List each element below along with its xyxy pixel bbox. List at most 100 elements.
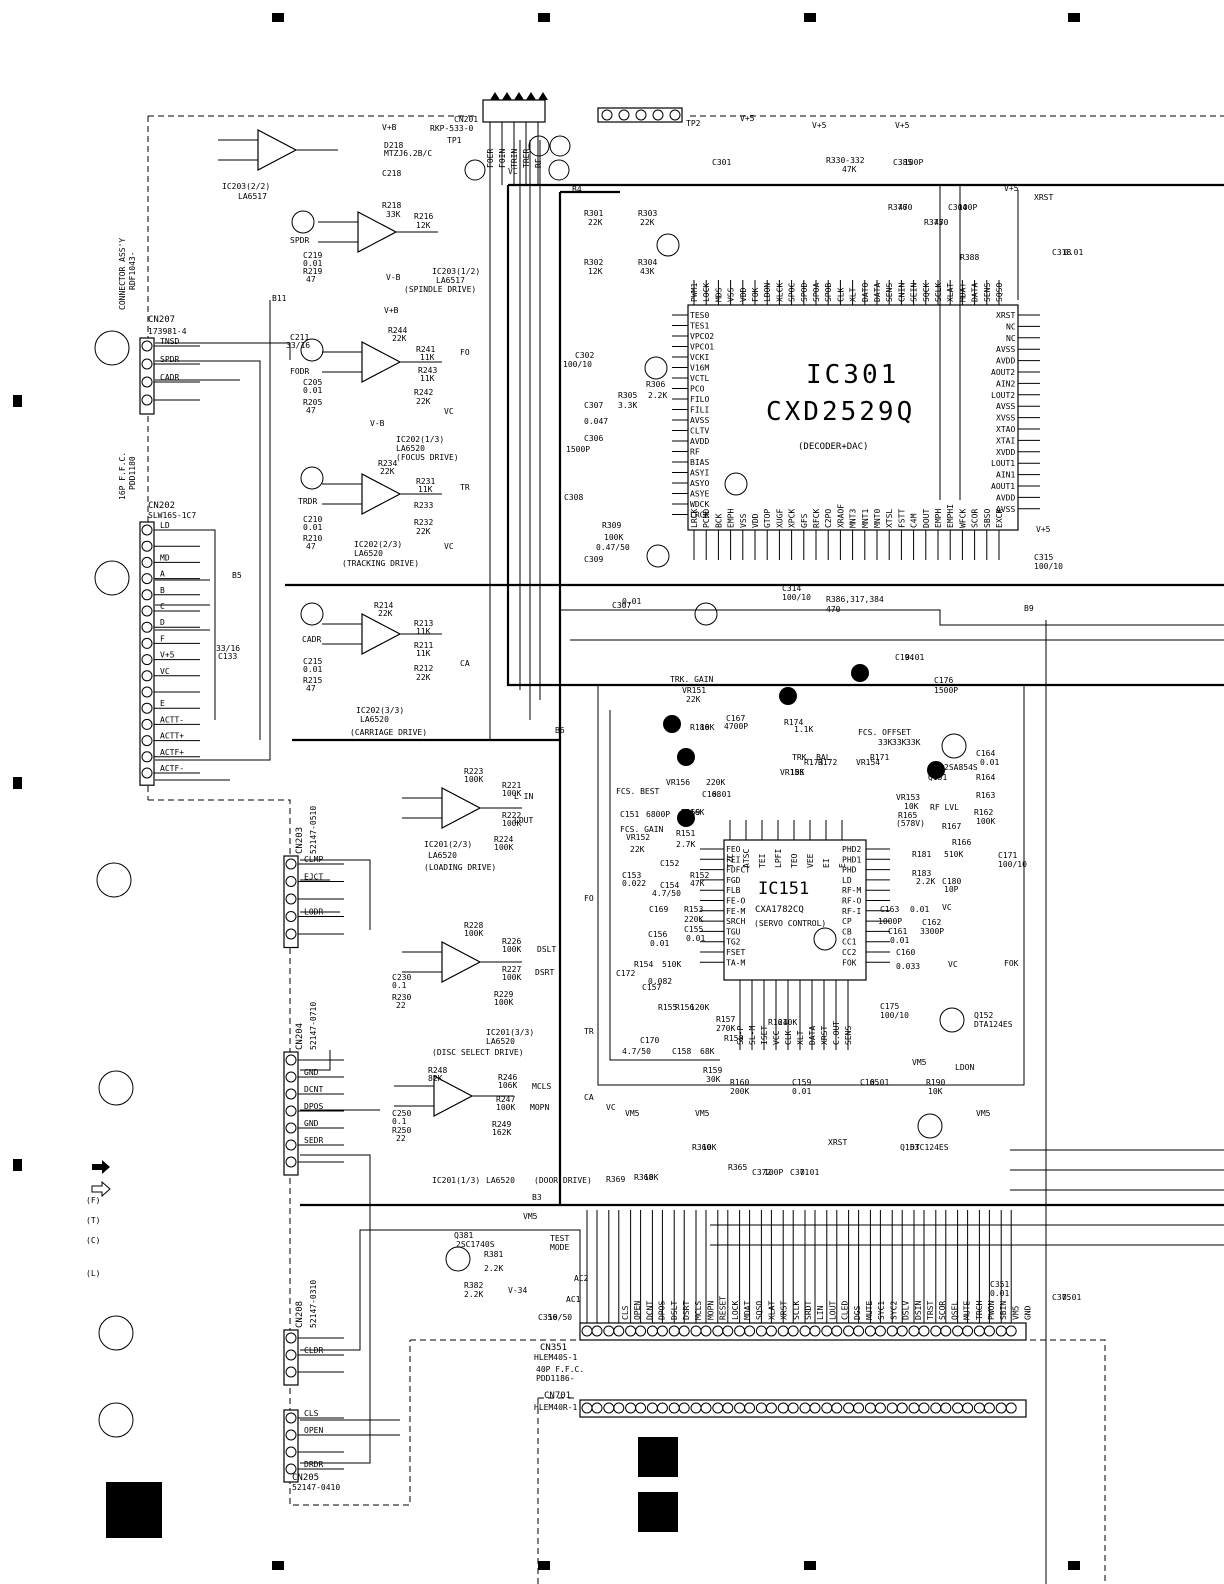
ic301-right-pin-label: XVSS xyxy=(996,414,1015,423)
cn202-name: CN202 xyxy=(148,501,175,511)
component-label: R241 xyxy=(416,345,435,354)
cn701-pin xyxy=(896,1402,908,1414)
ic301-top-pin-label: LDON xyxy=(763,283,772,302)
net-label: V+B xyxy=(384,306,399,315)
ic151-top-pin-label: TZC xyxy=(726,853,735,868)
component-label: 0.01 xyxy=(712,790,731,799)
ic151-left-pin-label: TG2 xyxy=(726,938,741,947)
component-label: (578V) xyxy=(896,819,925,828)
ic151-right-pin-label: PHD1 xyxy=(842,855,861,864)
ic301-left-pin-label: TES0 xyxy=(690,311,709,320)
cn201-pin-label: TRER xyxy=(522,149,531,168)
bus-signal-label: MCLS xyxy=(694,1301,703,1320)
ic151-left-pin-label: FDFCT xyxy=(726,866,750,875)
cn202-pin xyxy=(141,751,153,763)
cn351-pin xyxy=(1005,1325,1017,1337)
ic301-bottom-pin-label: XUGF xyxy=(775,509,784,528)
component-label: R244 xyxy=(388,326,407,335)
ic301-bottom-pin-label: C4M xyxy=(910,513,919,528)
cn207-name: CN207 xyxy=(148,315,175,325)
component-label: VR151 xyxy=(682,686,706,695)
cn701-pin xyxy=(591,1402,603,1414)
cn202-pin-label: ACTT- xyxy=(160,715,184,724)
cn351-pin xyxy=(962,1325,974,1337)
bus-signal-label: MUTE xyxy=(963,1301,972,1320)
cn208-part: 52147-0310 xyxy=(309,1280,318,1328)
cn202-pin xyxy=(141,605,153,617)
cn351-pin xyxy=(656,1325,668,1337)
net-label: TP1 xyxy=(447,136,462,145)
component-label: 100K xyxy=(494,843,513,852)
ic301-right-pin-label: NC xyxy=(1006,334,1016,343)
net-label: B6 xyxy=(555,726,565,735)
cn202-pin xyxy=(141,735,153,747)
ic151-top-pin-label: TEO xyxy=(790,853,799,868)
bus-signal-label: GND xyxy=(1024,1305,1033,1320)
component-label: 0.047 xyxy=(584,417,608,426)
net-label: B11 xyxy=(272,294,287,303)
component-label: C250 xyxy=(392,1109,411,1118)
component-label: R186 xyxy=(690,723,709,732)
ic301-bottom-pin-label: MNT3 xyxy=(849,509,858,528)
cn204-pin xyxy=(285,1088,297,1100)
component-label: 100/10 xyxy=(1034,562,1063,571)
component-label: R248 xyxy=(428,1066,447,1075)
ic301-bottom-pin-label: C2PO xyxy=(824,509,833,528)
component-label: R243 xyxy=(418,366,437,375)
component-label: R212 xyxy=(414,664,433,673)
ic301-bottom-pin-label: GTOP xyxy=(763,509,772,528)
component-label: C154 xyxy=(660,881,679,890)
ic151-left-pin-label: FE-M xyxy=(726,907,745,916)
bus-signal-label: MUTE xyxy=(865,1301,874,1320)
net-label: V-B xyxy=(370,419,385,428)
component-label: 11K xyxy=(416,627,431,636)
cn202-pin xyxy=(141,686,153,698)
net-label: MOPN xyxy=(530,1103,549,1112)
adjustment-pots xyxy=(663,664,945,827)
ic301-bottom-pin-label: MNT1 xyxy=(861,509,870,528)
component-label: C218 xyxy=(382,169,401,178)
component-label: 0.01 xyxy=(980,758,999,767)
cn351-pin xyxy=(591,1325,603,1337)
ic301-right-pin-label: XVDD xyxy=(996,448,1015,457)
cn203-part: 52147-0510 xyxy=(309,806,318,854)
ic301-left-pin-label: FILI xyxy=(690,406,709,415)
ic301-left-pin-label: FILO xyxy=(690,395,709,404)
bus-signal-label: CLS xyxy=(621,1305,630,1320)
component-label: C301 xyxy=(712,158,731,167)
ic301-bottom-pin-label: EXCK xyxy=(995,509,1004,528)
component-label: 33K xyxy=(878,738,893,747)
opamp-blocks xyxy=(218,129,522,1117)
ic203-2-part: LA6517 xyxy=(238,192,267,201)
component-label: C371 xyxy=(790,1168,809,1177)
cn204-pin-label: GND xyxy=(304,1119,319,1128)
ic151-right-pin-label: PHD2 xyxy=(842,845,861,854)
bus-signal-label: SBIN xyxy=(999,1301,1008,1320)
component-label: R159 xyxy=(703,1066,722,1075)
net-label: VC xyxy=(508,167,518,176)
ic301-top-pin-label: PWM1 xyxy=(690,283,699,302)
cn202-pin-label: ACTF- xyxy=(160,764,184,773)
component-label: 47K xyxy=(690,879,705,888)
component-label: 16K xyxy=(690,808,705,817)
component-label: VR155 xyxy=(780,768,804,777)
component-label: R174 xyxy=(784,718,803,727)
side-legend: (F) (T) (C) (L) xyxy=(86,1160,111,1278)
bus-signal-label: PWON xyxy=(987,1301,996,1320)
component-label: 11K xyxy=(420,374,435,383)
net-label: AC1 xyxy=(566,1295,581,1304)
component-label: R190 xyxy=(926,1078,945,1087)
ic301-bottom-pin-label: MNT0 xyxy=(873,509,882,528)
cn351-pin xyxy=(809,1325,821,1337)
component-label: R216 xyxy=(414,212,433,221)
ic151-top-pin-label: ATSC xyxy=(742,849,751,868)
cn701-pin xyxy=(809,1402,821,1414)
component-label: R232 xyxy=(414,518,433,527)
component-label: 33/16 xyxy=(286,341,310,350)
component-label: R221 xyxy=(502,781,521,790)
ic301-top-pin-label: CLK xyxy=(836,287,845,302)
component-label: C155 xyxy=(684,925,703,934)
bus-signal-label: SRDT xyxy=(804,1301,813,1320)
